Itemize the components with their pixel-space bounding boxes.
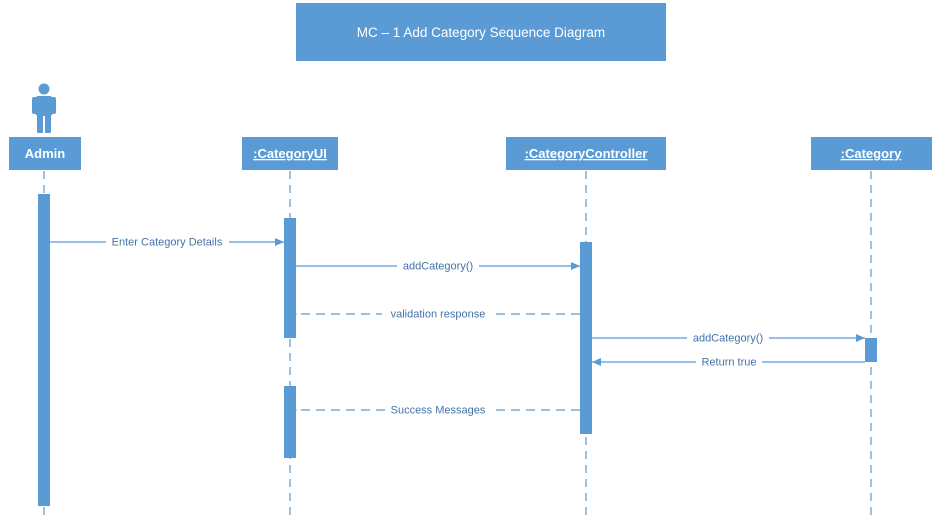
lifeline-label-category-controller: :CategoryController [525,146,648,161]
title-text: MC – 1 Add Category Sequence Diagram [357,25,605,40]
lifeline-head-category: :Category [811,137,932,170]
message-success-messages: Success Messages [296,402,580,417]
message-label: Return true [701,357,756,369]
activation-bar-admin [38,194,50,506]
message-enter-category-details: Enter Category Details [50,234,284,249]
activation-bar-category-ui-1 [284,218,296,338]
activation-bar-category-ui-2 [284,386,296,458]
lifeline-label-admin: Admin [25,146,66,161]
lifeline-label-category: :Category [841,146,902,161]
lifeline-label-category-ui: :CategoryUI [253,146,327,161]
message-add-category-controller: addCategory() [592,330,865,345]
diagram-title: MC – 1 Add Category Sequence Diagram [296,3,666,61]
admin-actor-icon [32,83,56,133]
message-label: Enter Category Details [112,237,223,249]
lifeline-head-admin: Admin [9,137,81,170]
message-return-true: Return true [592,354,865,369]
message-label: addCategory() [403,261,473,273]
message-label: addCategory() [693,333,763,345]
message-validation-response: validation response [296,306,580,321]
message-add-category-ui: addCategory() [296,258,580,273]
message-label: Success Messages [391,405,486,417]
activation-bar-category-controller [580,242,592,434]
message-label: validation response [391,309,486,321]
activation-bar-category [865,338,877,362]
lifeline-head-category-ui: :CategoryUI [242,137,338,170]
lifeline-head-category-controller: :CategoryController [506,137,666,170]
title-box [296,3,666,61]
